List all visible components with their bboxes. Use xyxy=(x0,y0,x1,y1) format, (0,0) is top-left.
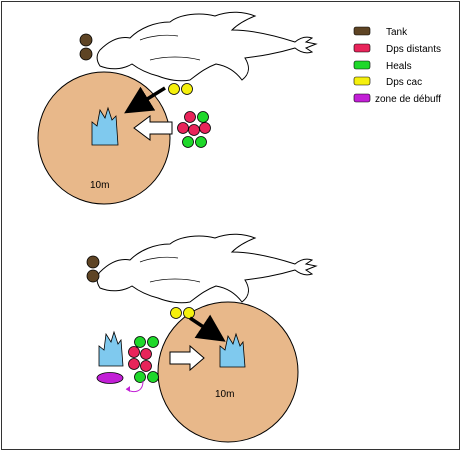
legend-swatch-ranged-dps xyxy=(353,43,371,53)
ranged-dps-marker xyxy=(140,360,152,372)
dragon-icon xyxy=(96,233,318,304)
fire-icon xyxy=(219,332,246,368)
tank-marker xyxy=(86,269,100,283)
melee-dps-marker xyxy=(168,83,180,95)
ranged-dps-marker xyxy=(128,346,140,358)
legend-swatch-tank xyxy=(353,26,371,36)
healer-marker xyxy=(134,336,146,348)
fire-icon xyxy=(91,106,119,146)
tank-marker xyxy=(79,33,93,47)
tank-marker xyxy=(79,47,93,61)
ranged-dps-marker xyxy=(199,122,211,134)
ranged-dps-marker xyxy=(184,111,196,123)
ranged-dps-marker xyxy=(177,122,189,134)
healer-marker xyxy=(134,371,146,383)
phase2-radius-label: 10m xyxy=(215,389,234,400)
phase2-zone-circle xyxy=(157,301,299,443)
phase2-group: 10m xyxy=(86,233,318,443)
healer-marker xyxy=(147,371,159,383)
melee-dps-marker xyxy=(183,307,195,319)
debuff-zone-marker xyxy=(96,372,124,384)
ranged-dps-marker xyxy=(140,348,152,360)
legend-swatch-melee-dps xyxy=(353,76,371,86)
legend-label-tank: Tank xyxy=(386,27,408,38)
legend: Tank Dps distants Heals Dps cac zone de … xyxy=(353,26,441,105)
move-arrow-icon xyxy=(169,344,205,372)
tank-marker xyxy=(86,255,100,269)
healer-marker xyxy=(147,336,159,348)
ranged-dps-marker xyxy=(188,124,200,136)
healer-marker xyxy=(182,136,194,148)
healer-marker xyxy=(195,136,207,148)
legend-swatch-heals xyxy=(353,60,371,70)
legend-label-heals: Heals xyxy=(386,61,412,72)
fire-icon xyxy=(98,330,124,367)
move-arrow-icon xyxy=(133,115,173,141)
phase1-radius-label: 10m xyxy=(90,180,109,191)
legend-label-ranged-dps: Dps distants xyxy=(386,44,441,55)
melee-dps-marker xyxy=(170,307,182,319)
legend-label-melee-dps: Dps cac xyxy=(386,77,422,88)
phase1-group: 10m xyxy=(37,11,318,205)
breath-direction-arrow xyxy=(124,86,166,114)
healer-marker xyxy=(197,111,209,123)
melee-dps-marker xyxy=(181,83,193,95)
breath-direction-arrow xyxy=(189,314,226,342)
legend-label-debuff-zone: zone de débuff xyxy=(375,94,441,105)
dragon-icon xyxy=(96,11,318,82)
legend-swatch-debuff-zone xyxy=(353,93,371,103)
ranged-dps-marker xyxy=(128,358,140,370)
